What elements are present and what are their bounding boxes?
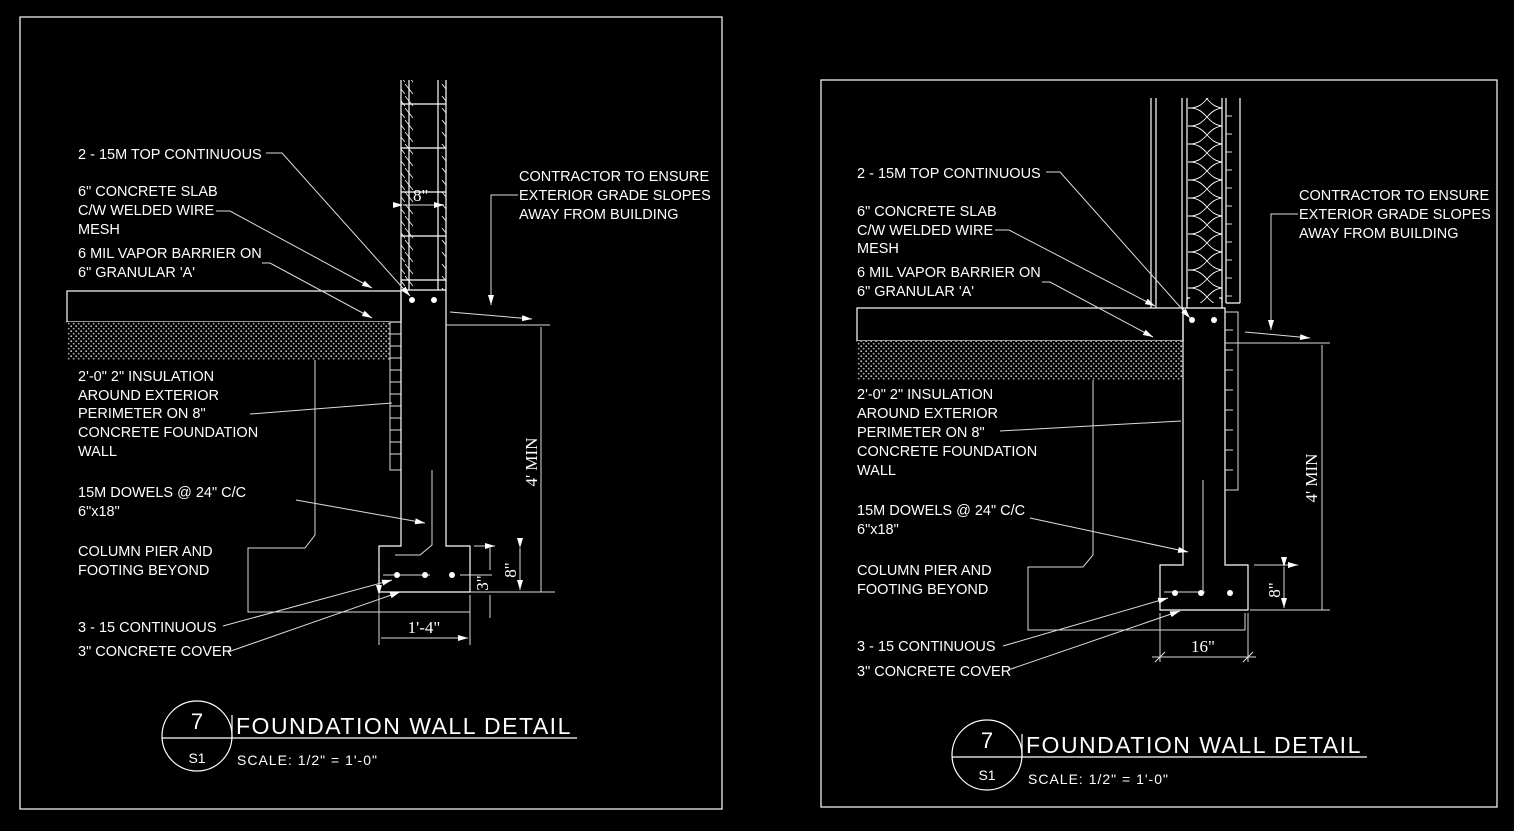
label-insulation: WALL [857, 463, 896, 479]
label-insulation: PERIMETER ON 8" [78, 406, 206, 422]
label-dowels: 15M DOWELS @ 24" C/C [857, 503, 1025, 519]
label-top-bars: 2 - 15M TOP CONTINUOUS [78, 147, 262, 163]
title-block: 7 S1 FOUNDATION WALL DETAIL SCALE: 1/2" … [951, 719, 1367, 791]
label-insulation: 2'-0" 2" INSULATION [857, 387, 993, 403]
label-insulation: PERIMETER ON 8" [857, 425, 985, 441]
label-pier: FOOTING BEYOND [857, 582, 988, 598]
sheet-frame [820, 79, 1498, 808]
dim-footing-height: 8" [1265, 582, 1284, 597]
label-grade: AWAY FROM BUILDING [1299, 226, 1459, 242]
granular-base [857, 341, 1183, 380]
dim-min-depth: 4' MIN [1302, 454, 1321, 503]
label-dowels: 6"x18" [857, 522, 899, 538]
label-slab: MESH [857, 241, 899, 257]
concrete-slab [856, 307, 1184, 342]
label-slab: MESH [78, 222, 120, 238]
sheet-number: S1 [978, 767, 995, 783]
label-continuous-bars: 3 - 15 CONTINUOUS [78, 620, 217, 636]
label-slab: C/W WELDED WIRE [78, 203, 214, 219]
sheet-number: S1 [188, 750, 205, 766]
label-continuous-bars: 3 - 15 CONTINUOUS [857, 639, 996, 655]
label-vapor-barrier: 6 MIL VAPOR BARRIER ON [857, 265, 1041, 281]
label-insulation: AROUND EXTERIOR [857, 406, 998, 422]
label-slab: 6" CONCRETE SLAB [78, 184, 218, 200]
callout-labels: 2 - 15M TOP CONTINUOUS 6" CONCRETE SLAB … [857, 166, 1491, 680]
label-vapor-barrier: 6" GRANULAR 'A' [78, 265, 195, 281]
label-slab: 6" CONCRETE SLAB [857, 204, 997, 220]
foundation-wall-and-footing [1159, 307, 1249, 611]
label-vapor-barrier: 6" GRANULAR 'A' [857, 284, 974, 300]
label-pier: FOOTING BEYOND [78, 563, 209, 579]
dim-wall-thickness: 8" [413, 186, 428, 205]
detail-right: 4' MIN 8" 16" 2 - 15M TOP CONTINUOUS 6" … [820, 79, 1498, 808]
label-vapor-barrier: 6 MIL VAPOR BARRIER ON [78, 246, 262, 262]
label-grade: CONTRACTOR TO ENSURE [519, 169, 709, 185]
label-grade: CONTRACTOR TO ENSURE [1299, 188, 1489, 204]
label-insulation: AROUND EXTERIOR [78, 388, 219, 404]
label-cover: 3" CONCRETE COVER [857, 664, 1011, 680]
title-block: 7 S1 FOUNDATION WALL DETAIL SCALE: 1/2" … [161, 700, 577, 772]
detail-number: 7 [981, 728, 993, 753]
label-insulation: CONCRETE FOUNDATION [857, 444, 1037, 460]
label-dowels: 15M DOWELS @ 24" C/C [78, 485, 246, 501]
label-slab: C/W WELDED WIRE [857, 223, 993, 239]
detail-scale: SCALE: 1/2" = 1'-0" [1028, 771, 1169, 787]
pier-outline [247, 360, 471, 613]
pier-outline [1027, 380, 1246, 631]
dim-min-depth: 4' MIN [522, 438, 541, 487]
detail-number: 7 [191, 709, 203, 734]
stud-wall [1150, 98, 1241, 308]
granular-base [67, 322, 390, 360]
sheet-frame [19, 16, 723, 810]
label-pier: COLUMN PIER AND [78, 544, 213, 560]
dim-cover: 3" [473, 575, 492, 590]
label-insulation: 2'-0" 2" INSULATION [78, 369, 214, 385]
detail-title: FOUNDATION WALL DETAIL [1026, 732, 1362, 758]
concrete-block-wall [400, 80, 447, 290]
detail-left: 8" 4' MIN 8" 3" 1'-4" 2 - 15M TOP CONTIN… [19, 16, 723, 810]
label-insulation: CONCRETE FOUNDATION [78, 425, 258, 441]
callout-labels: 2 - 15M TOP CONTINUOUS 6" CONCRETE SLAB … [78, 147, 711, 660]
label-cover: 3" CONCRETE COVER [78, 644, 232, 660]
label-grade: EXTERIOR GRADE SLOPES [519, 188, 711, 204]
detail-scale: SCALE: 1/2" = 1'-0" [237, 752, 378, 768]
batt-insulation [1188, 98, 1222, 303]
detail-title: FOUNDATION WALL DETAIL [236, 713, 572, 739]
foundation-wall-and-footing [378, 289, 471, 593]
perimeter-insulation [389, 321, 402, 471]
label-dowels: 6"x18" [78, 504, 120, 520]
label-grade: AWAY FROM BUILDING [519, 207, 679, 223]
label-pier: COLUMN PIER AND [857, 563, 992, 579]
dim-footing-height: 8" [501, 562, 520, 577]
label-top-bars: 2 - 15M TOP CONTINUOUS [857, 166, 1041, 182]
label-grade: EXTERIOR GRADE SLOPES [1299, 207, 1491, 223]
dim-footing-width: 16" [1191, 637, 1215, 656]
label-insulation: WALL [78, 444, 117, 460]
dim-footing-width: 1'-4" [408, 618, 441, 637]
